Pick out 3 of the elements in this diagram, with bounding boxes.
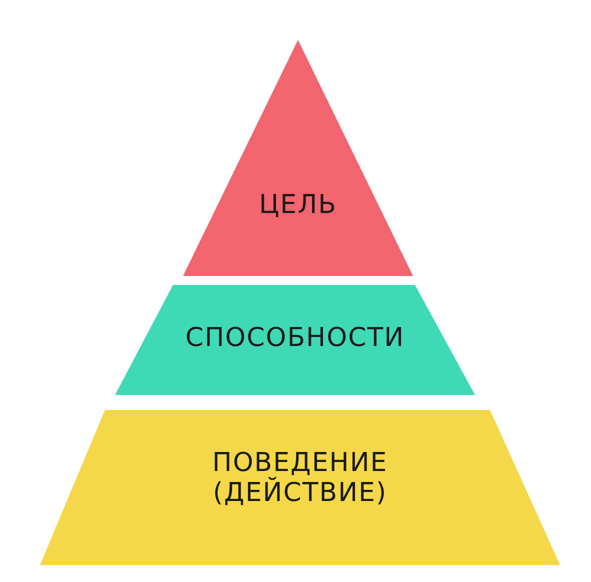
tier-label: СПОСОБНОСТИ	[185, 323, 405, 353]
tier-label: ЦЕЛЬ	[258, 190, 337, 220]
tier-label: ПОВЕДЕНИЕ (ДЕЙСТВИЕ)	[211, 448, 389, 508]
